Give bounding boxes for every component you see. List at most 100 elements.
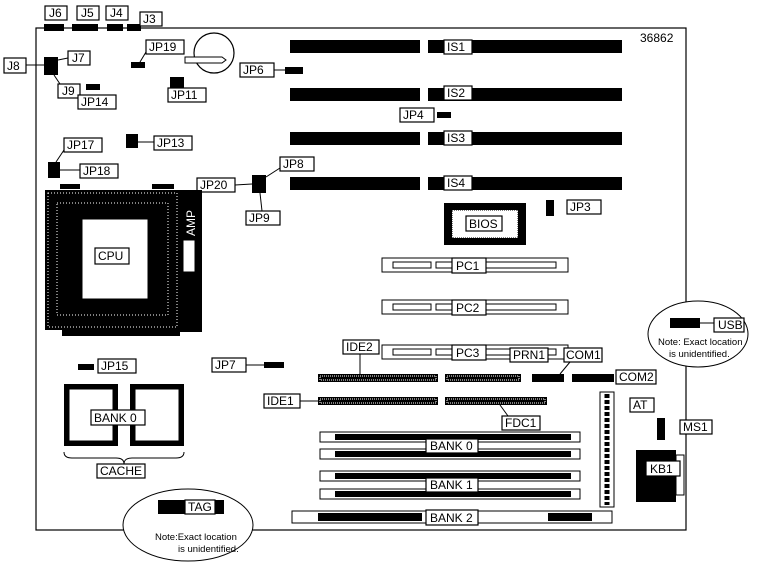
svg-text:COM2: COM2 <box>619 370 654 384</box>
svg-text:J7: J7 <box>72 51 85 65</box>
svg-text:JP20: JP20 <box>200 178 228 192</box>
svg-text:COM1: COM1 <box>566 348 601 362</box>
jumper-jp4: JP4 <box>399 107 451 123</box>
jumper-jp19: JP19 <box>131 39 185 68</box>
jumper-jp8: JP8 <box>265 156 315 178</box>
svg-text:BANK 0: BANK 0 <box>94 411 137 425</box>
svg-text:PC1: PC1 <box>456 259 480 273</box>
kb1-connector: KB1 <box>636 450 685 502</box>
slot-is3: IS3 <box>443 130 473 146</box>
svg-text:JP19: JP19 <box>149 40 177 54</box>
board-id: 36862 <box>640 31 674 45</box>
svg-text:CACHE: CACHE <box>100 464 142 478</box>
connector-j7: J7 <box>57 50 91 66</box>
svg-text:J9: J9 <box>62 84 75 98</box>
svg-text:Note:Exact location: Note:Exact location <box>155 532 237 543</box>
svg-text:JP4: JP4 <box>403 108 424 122</box>
isa-slots <box>290 40 622 190</box>
bios-chip: BIOS <box>444 203 526 245</box>
board-outline <box>35 27 687 531</box>
jumper-jp13: JP13 <box>126 134 193 151</box>
jumper-jp9: JP9 <box>245 192 281 226</box>
cache-chips: BANK 0 CACHE <box>63 384 185 479</box>
svg-text:FDC1: FDC1 <box>505 416 537 430</box>
connector-j5: J5 <box>72 5 100 31</box>
connector-j8-pins <box>44 57 58 75</box>
svg-text:IS4: IS4 <box>447 176 465 190</box>
svg-text:PRN1: PRN1 <box>513 348 545 362</box>
svg-text:USB: USB <box>718 318 743 332</box>
usb-callout: USB Note: Exact location is unidentified… <box>647 300 749 368</box>
ide2-connector: IDE2 <box>318 339 438 382</box>
cpu-label: CPU <box>94 247 130 265</box>
svg-text:IS2: IS2 <box>447 86 465 100</box>
amp-label: AMP <box>184 210 198 236</box>
slot-is4: IS4 <box>443 175 473 191</box>
pci-slot-2: PC2 <box>381 299 569 316</box>
svg-text:J5: J5 <box>81 6 94 20</box>
connector-j4: J4 <box>105 5 129 31</box>
jumper-jp14: JP14 <box>77 84 117 110</box>
svg-text:JP6: JP6 <box>243 63 264 77</box>
com1-connector: COM1 <box>532 347 603 382</box>
jumper-jp7: JP7 <box>211 357 284 373</box>
svg-text:IDE2: IDE2 <box>346 340 373 354</box>
jumper-jp15: JP15 <box>78 358 137 374</box>
svg-text:JP9: JP9 <box>249 211 270 225</box>
jumper-jp18: JP18 <box>60 163 119 179</box>
svg-text:BANK 2: BANK 2 <box>430 511 473 525</box>
svg-text:CPU: CPU <box>98 249 123 263</box>
connector-j3: J3 <box>127 11 163 31</box>
jumper-jp20-pins <box>252 175 266 193</box>
connector-j8: J8 <box>3 57 44 74</box>
connector-j6: J6 <box>44 5 68 31</box>
svg-text:PC3: PC3 <box>456 346 480 360</box>
jumper-jp6: JP6 <box>239 62 303 78</box>
com2-connector: COM2 <box>572 369 657 385</box>
svg-text:KB1: KB1 <box>650 462 673 476</box>
jumper-jp3: JP3 <box>546 199 602 216</box>
svg-text:JP17: JP17 <box>67 138 95 152</box>
svg-text:JP3: JP3 <box>570 200 591 214</box>
svg-text:BANK 0: BANK 0 <box>430 439 473 453</box>
svg-text:IDE1: IDE1 <box>267 394 294 408</box>
jumper-jp17: JP17 <box>55 137 103 163</box>
battery <box>184 32 235 74</box>
svg-text:BIOS: BIOS <box>469 217 498 231</box>
svg-text:BANK 1: BANK 1 <box>430 478 473 492</box>
svg-text:Note: Exact location: Note: Exact location <box>658 337 743 348</box>
svg-text:MS1: MS1 <box>683 420 708 434</box>
simm-bank-0: BANK 0 <box>319 431 581 460</box>
dimm-bank-2: BANK 2 <box>291 509 613 526</box>
svg-text:JP18: JP18 <box>83 164 111 178</box>
jumper-jp17-jp18-pins <box>48 162 60 178</box>
svg-text:JP15: JP15 <box>101 359 129 373</box>
svg-text:PC2: PC2 <box>456 301 480 315</box>
svg-text:TAG: TAG <box>188 500 212 514</box>
ide1-connector: IDE1 <box>263 393 438 409</box>
svg-text:JP8: JP8 <box>283 157 304 171</box>
svg-text:is unidentified.: is unidentified. <box>669 349 730 360</box>
prn1-connector: PRN1 <box>445 347 549 382</box>
jumper-jp11: JP11 <box>167 77 207 103</box>
pci-slot-1: PC1 <box>381 257 569 274</box>
svg-text:AT: AT <box>633 398 648 412</box>
svg-text:IS3: IS3 <box>447 131 465 145</box>
svg-text:JP14: JP14 <box>81 95 109 109</box>
svg-text:JP7: JP7 <box>215 358 236 372</box>
jumper-jp20: JP20 <box>196 177 253 193</box>
svg-text:J8: J8 <box>7 59 20 73</box>
simm-bank-1: BANK 1 <box>319 470 581 500</box>
ms1-connector: MS1 <box>657 418 713 440</box>
svg-text:J4: J4 <box>110 6 123 20</box>
tag-callout: TAG Note:Exact location is unidentified. <box>122 488 254 562</box>
connector-j9: J9 <box>53 74 81 99</box>
slot-is1: IS1 <box>443 39 473 55</box>
slot-is2: IS2 <box>443 85 473 101</box>
svg-text:is unidentified.: is unidentified. <box>178 544 239 555</box>
svg-text:J3: J3 <box>143 12 156 26</box>
svg-text:IS1: IS1 <box>447 40 465 54</box>
svg-text:JP13: JP13 <box>157 136 185 150</box>
